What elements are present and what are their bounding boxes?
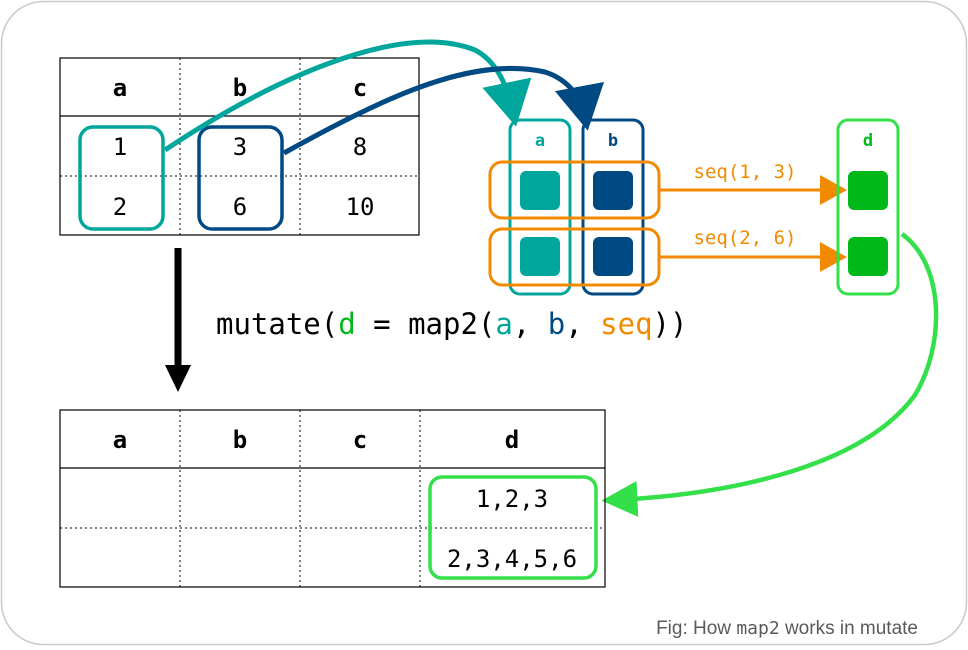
code-close: )) (653, 307, 688, 341)
caption-prefix: Fig: How (656, 618, 736, 639)
input-table-border (59, 57, 420, 236)
input-cell-a1: 1 (113, 133, 127, 161)
vector-b-label: b (608, 131, 618, 151)
vector-a-label: a (535, 131, 545, 151)
vector-b: b (581, 118, 645, 296)
output-cell-d1: 1,2,3 (476, 485, 548, 513)
code-sep-2: , (565, 307, 600, 341)
input-cell-b2: 6 (233, 193, 247, 221)
caption-suffix: works in mutate (780, 618, 918, 639)
seq-call-1: seq(1, 3) (694, 161, 797, 183)
down-arrow-head (165, 365, 191, 392)
code-seq: seq (600, 307, 652, 341)
code-map2: = map2( (356, 307, 496, 341)
column-b-highlight (197, 125, 284, 231)
vector-d-label: d (863, 131, 873, 151)
vector-d: d (836, 118, 900, 296)
mutate-code: mutate(d = map2(a, b, seq)) (216, 307, 687, 341)
input-cell-a2: 2 (113, 193, 127, 221)
output-header-a: a (113, 426, 127, 454)
code-mutate: mutate( (216, 307, 338, 341)
code-d: d (338, 307, 355, 341)
output-table: a b c d 1,2,3 2,3,4,5,6 (59, 409, 606, 588)
figure-caption: Fig: How map2 works in mutate (656, 618, 918, 639)
vector-d-element-2 (848, 237, 888, 276)
input-cell-c1: 8 (353, 133, 367, 161)
output-cell-d2: 2,3,4,5,6 (447, 545, 577, 573)
code-a: a (495, 307, 512, 341)
vector-d-element-1 (848, 171, 888, 210)
vector-b-outline (581, 118, 645, 296)
vector-b-element-1 (593, 171, 633, 210)
output-header-c: c (353, 426, 367, 454)
input-cell-b1: 3 (233, 133, 247, 161)
arrow-col-b-to-vector-b (282, 65, 605, 156)
output-header-d: d (505, 426, 519, 454)
vector-b-element-2 (593, 237, 633, 276)
column-a-highlight (78, 125, 165, 231)
input-table: a b c 1 3 8 2 6 10 (59, 57, 420, 236)
code-sep-1: , (513, 307, 548, 341)
column-d-highlight (428, 475, 598, 580)
arrow-d-to-output (601, 232, 939, 517)
input-header-a: a (113, 74, 127, 102)
output-header-b: b (233, 426, 247, 454)
input-cell-c2: 10 (346, 193, 375, 221)
input-header-c: c (353, 74, 367, 102)
vector-a-element-1 (520, 171, 560, 210)
arrow-col-a-to-vector-a (163, 39, 532, 153)
code-b: b (548, 307, 565, 341)
caption-code: map2 (736, 618, 779, 639)
output-table-border (59, 409, 606, 588)
vector-d-outline (836, 118, 900, 296)
vector-a-element-2 (520, 237, 560, 276)
seq-call-2: seq(2, 6) (694, 227, 797, 249)
vector-a-outline (508, 118, 572, 296)
input-header-b: b (233, 74, 247, 102)
vector-a: a (508, 118, 572, 296)
